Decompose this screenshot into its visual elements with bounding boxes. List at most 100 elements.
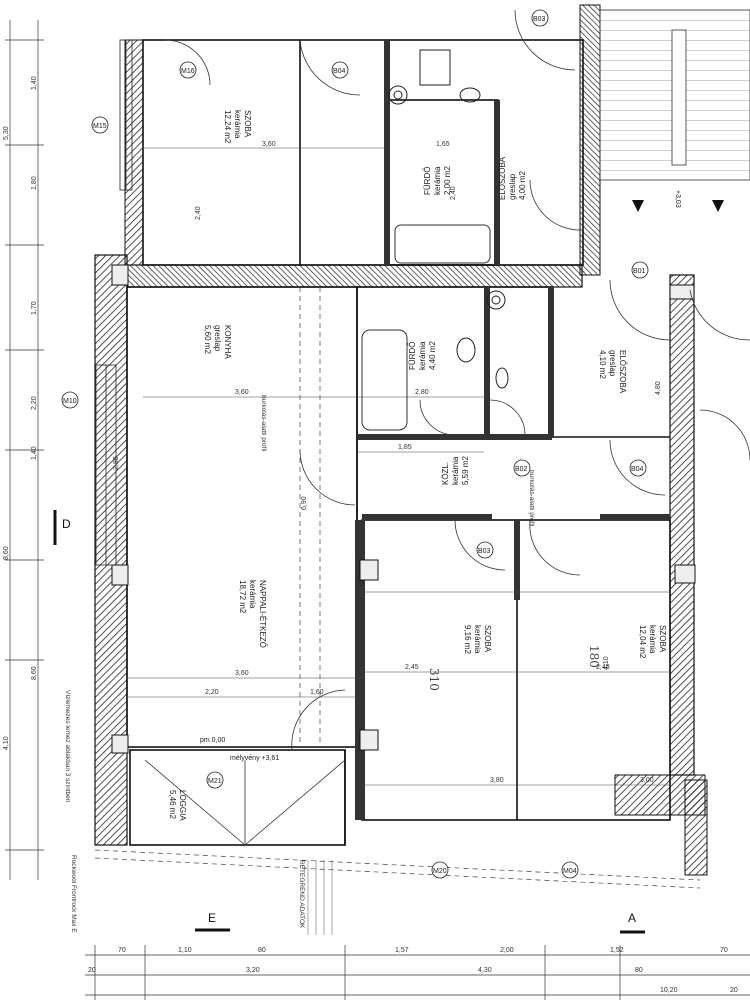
stairs: [599, 9, 750, 181]
svg-text:3,60: 3,60: [235, 670, 249, 677]
svg-text:2,20: 2,20: [31, 396, 38, 410]
svg-text:2,00: 2,00: [500, 947, 514, 954]
svg-text:kerámia: kerámia: [248, 580, 257, 609]
svg-text:SZOBA: SZOBA: [243, 110, 252, 138]
svg-text:1,52: 1,52: [610, 947, 624, 954]
left-dimension-texts: 1,40 5,30 1,80 1,70 2,20 1,40 8,60 8,60 …: [3, 76, 38, 750]
svg-text:4,00 m2: 4,00 m2: [518, 171, 527, 200]
notes: Vízlemezes lemez ablakban 3 szintben Roc…: [64, 395, 535, 933]
svg-text:pm 0,00: pm 0,00: [200, 737, 225, 744]
svg-text:Rockwool Frontrock Max E: Rockwool Frontrock Max E: [70, 855, 77, 933]
svg-text:KÖZL.: KÖZL.: [441, 462, 450, 485]
svg-text:kerámia: kerámia: [418, 341, 427, 370]
svg-text:6,90: 6,90: [301, 496, 308, 510]
svg-text:greslap: greslap: [213, 325, 222, 352]
svg-text:20: 20: [88, 967, 96, 974]
svg-text:1,65: 1,65: [436, 141, 450, 148]
svg-text:RÉTEGREND ADATOK: RÉTEGREND ADATOK: [298, 860, 307, 929]
svg-text:burkolás-alatti profil: burkolás-alatti profil: [528, 470, 535, 527]
svg-text:1,85: 1,85: [398, 444, 412, 451]
room-eloszoba-top: ELŐSZOBA greslap 4,00 m2: [498, 156, 527, 200]
svg-text:M21: M21: [208, 778, 222, 785]
svg-text:1,57: 1,57: [395, 947, 409, 954]
svg-text:FÜRDŐ: FÜRDŐ: [408, 342, 417, 370]
interior-dim-texts: 3,60 1,65 2,40 3,60 2,80 1,85 2,20 3,60 …: [113, 141, 662, 784]
fixtures: [388, 49, 509, 389]
room-nappali: NAPPALI-ÉTKEZŐ kerámia 18,72 m2: [238, 580, 267, 648]
door-tag-labels: B03 B04 B01 B02 B03 B04 M16 M15 M10 M21 …: [63, 16, 646, 875]
svg-text:+3,03: +3,03: [674, 190, 681, 208]
section-marks: D E A: [53, 510, 645, 934]
room-kozl: KÖZL. kerámia 5,59 m2: [441, 456, 470, 485]
bottom-dimension-lines: [85, 945, 750, 1000]
svg-text:9,16 m2: 9,16 m2: [463, 625, 472, 654]
dashed-lines: [94, 287, 701, 889]
wall-fills: [355, 40, 670, 820]
svg-text:KONYHA: KONYHA: [223, 325, 232, 359]
interior-dim-lines: [127, 147, 670, 786]
svg-text:kerámia: kerámia: [473, 625, 482, 654]
svg-text:SZOBA: SZOBA: [483, 625, 492, 653]
section-mark-e: E: [208, 911, 216, 925]
svg-text:1,70: 1,70: [31, 301, 38, 315]
svg-text:B02: B02: [515, 466, 528, 473]
svg-text:M04: M04: [563, 868, 577, 875]
svg-text:5,59 m2: 5,59 m2: [461, 456, 470, 485]
svg-text:B03: B03: [478, 548, 491, 555]
svg-text:3,20: 3,20: [246, 967, 260, 974]
room-eloszoba-right: ELŐSZOBA greslap 4,10 m2: [598, 350, 627, 394]
svg-text:3,80: 3,80: [490, 777, 504, 784]
svg-text:18,72 m2: 18,72 m2: [238, 580, 247, 614]
svg-text:10,20: 10,20: [660, 987, 678, 994]
svg-text:4,80: 4,80: [655, 381, 662, 395]
room-furdo-top: FÜRDŐ kerámia 2,00 m2: [423, 166, 452, 195]
room-konyha: KONYHA greslap 5,60 m2: [203, 325, 232, 359]
svg-text:1,60: 1,60: [310, 689, 324, 696]
svg-text:8,60: 8,60: [31, 666, 38, 680]
svg-text:3,60: 3,60: [262, 141, 276, 148]
svg-text:M20: M20: [433, 868, 447, 875]
svg-text:burkolás-alatti profil: burkolás-alatti profil: [260, 395, 267, 452]
bottom-dimension-texts: 70 1,10 80 1,57 2,00 1,52 70 20 3,20 4,3…: [88, 947, 738, 994]
svg-text:greslap: greslap: [508, 173, 517, 200]
svg-text:80: 80: [635, 967, 643, 974]
room-loggia: LOGGIA 5,46 m2: [168, 790, 187, 821]
svg-text:4,10 m2: 4,10 m2: [598, 350, 607, 379]
windows-left: [95, 39, 133, 566]
svg-text:M10: M10: [63, 398, 77, 405]
room-szoba-mid: SZOBA kerámia 9,16 m2: [463, 625, 492, 654]
room-labels: SZOBA kerámia 12,24 m2 FÜRDŐ kerámia 2,0…: [168, 110, 667, 821]
svg-text:kerámia: kerámia: [233, 110, 242, 139]
svg-text:1,80: 1,80: [31, 176, 38, 190]
svg-text:4,30: 4,30: [478, 967, 492, 974]
svg-text:1,40: 1,40: [31, 76, 38, 90]
svg-text:ELŐSZOBA: ELŐSZOBA: [498, 156, 507, 200]
svg-text:2,80: 2,80: [415, 389, 429, 396]
svg-text:B04: B04: [631, 466, 644, 473]
svg-text:M16: M16: [181, 68, 195, 75]
svg-text:2,45: 2,45: [596, 664, 610, 671]
room-szoba-top: SZOBA kerámia 12,24 m2: [223, 110, 252, 144]
svg-text:12,24 m2: 12,24 m2: [223, 110, 232, 144]
room-furdo-mid: FÜRDŐ kerámia 4,40 m2: [408, 341, 437, 370]
svg-text:8,60: 8,60: [3, 546, 10, 560]
svg-text:M15: M15: [93, 123, 107, 130]
bathtubs: [361, 224, 491, 431]
door-tags: [61, 9, 649, 879]
svg-text:Vízlemezes lemez ablakban 3 sz: Vízlemezes lemez ablakban 3 szintben: [64, 690, 71, 803]
svg-text:2,40: 2,40: [195, 206, 202, 220]
svg-text:B04: B04: [333, 68, 346, 75]
svg-text:310: 310: [427, 668, 441, 691]
svg-text:kerámia: kerámia: [451, 456, 460, 485]
svg-text:4,40 m2: 4,40 m2: [428, 341, 437, 370]
svg-text:B01: B01: [633, 268, 646, 275]
svg-text:4,10: 4,10: [3, 736, 10, 750]
svg-text:B03: B03: [533, 16, 546, 23]
section-mark-d: D: [62, 517, 71, 531]
svg-text:3,60: 3,60: [235, 389, 249, 396]
svg-text:2,00 m2: 2,00 m2: [443, 166, 452, 195]
bottom-note-lines: [307, 860, 333, 935]
loggia-diagonals: [144, 759, 346, 846]
section-mark-a: A: [628, 911, 636, 925]
